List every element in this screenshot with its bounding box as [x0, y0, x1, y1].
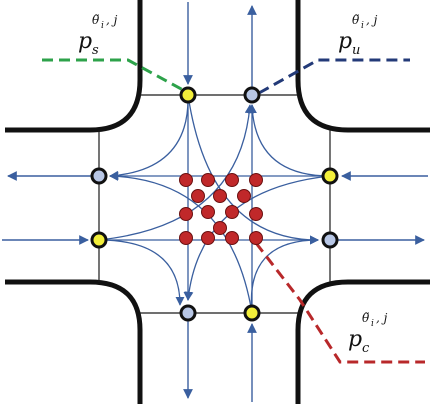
- label-u-sup-tail: , j: [366, 13, 378, 27]
- conflict-point: [237, 189, 251, 203]
- conflict-point: [225, 231, 239, 245]
- exit-node-north: [243, 86, 261, 104]
- leader-c: [254, 242, 425, 364]
- label-c-sup-idx: i: [371, 319, 374, 329]
- label-s-sup-idx: i: [101, 21, 104, 31]
- curb-southwest: [5, 279, 143, 404]
- label-p-s: p θ̃ i , j s: [78, 13, 118, 58]
- label-c-sup-tail: , j: [376, 311, 388, 325]
- leader-lines: [42, 58, 425, 364]
- conflict-point: [249, 207, 263, 221]
- label-s-sup-tail: , j: [106, 13, 118, 27]
- conflict-point: [225, 205, 239, 219]
- label-p-u: p θ̃ i , j u: [338, 13, 378, 58]
- conflict-point: [225, 173, 239, 187]
- exit-node-west: [90, 167, 108, 185]
- conflict-point: [191, 189, 205, 203]
- entry-node-north: [179, 86, 197, 104]
- conflict-point: [213, 221, 227, 235]
- label-u-sub: u: [352, 43, 360, 58]
- label-u-sup: θ̃: [352, 13, 360, 27]
- curb-northeast: [295, 0, 430, 133]
- label-s-sub: s: [92, 43, 99, 58]
- approach-arrows: [2, 2, 428, 402]
- label-u-base: p: [338, 29, 352, 54]
- conflict-point: [213, 189, 227, 203]
- label-u-sup-idx: i: [361, 21, 364, 31]
- entry-node-south: [243, 304, 261, 322]
- conflict-point: [249, 231, 263, 245]
- lane-curves: [98, 94, 331, 314]
- label-s-sup: θ̃: [92, 13, 100, 27]
- conflict-point: [179, 173, 193, 187]
- conflict-point: [201, 231, 215, 245]
- conflict-points: [179, 173, 263, 245]
- label-s-base: p: [78, 29, 92, 54]
- label-c-sup: θ̃: [362, 311, 370, 325]
- entry-node-east: [321, 167, 339, 185]
- exit-node-east: [321, 231, 339, 249]
- conflict-point: [179, 231, 193, 245]
- conflict-point: [201, 205, 215, 219]
- conflict-point: [179, 207, 193, 221]
- lane-nodes: [90, 86, 339, 322]
- curb-northwest: [5, 0, 143, 133]
- conflict-point: [201, 173, 215, 187]
- label-c-sub: c: [362, 341, 370, 356]
- exit-node-south: [179, 304, 197, 322]
- road-curbs: [5, 0, 430, 404]
- entry-node-west: [90, 231, 108, 249]
- label-c-base: p: [348, 327, 362, 352]
- leader-u: [258, 58, 410, 95]
- label-p-c: p θ̃ i , j c: [348, 311, 388, 356]
- stop-lines: [98, 94, 331, 314]
- conflict-point: [249, 173, 263, 187]
- curb-southeast: [295, 279, 430, 404]
- leader-s: [42, 58, 186, 93]
